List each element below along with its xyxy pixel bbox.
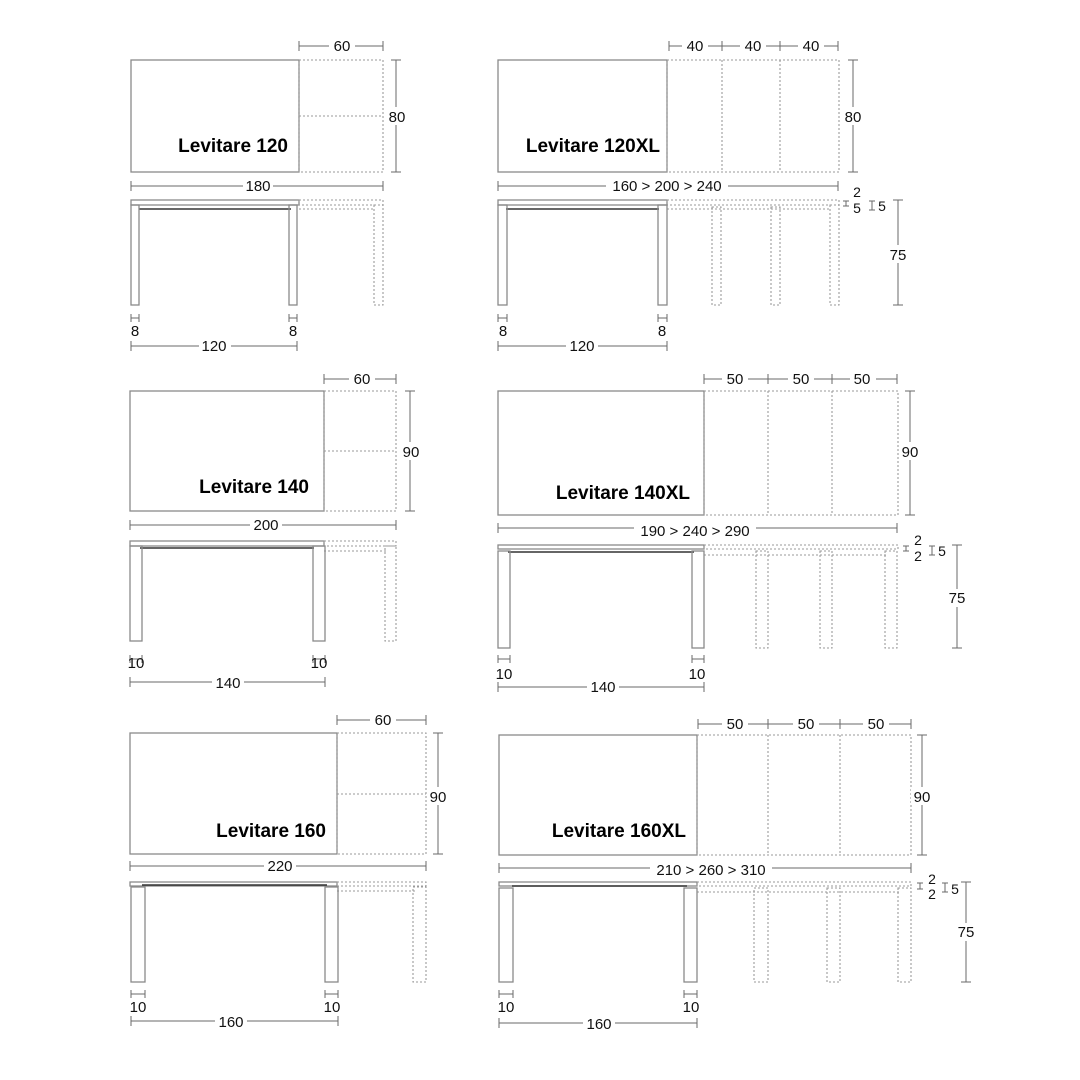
frame-thickness-dimension: 5 <box>853 200 861 216</box>
height-dimension: 75 <box>958 924 975 941</box>
leg-width-left: 10 <box>130 999 147 1016</box>
leg-span-dimension: 140 <box>590 679 615 696</box>
leg-width-left: 8 <box>131 323 139 340</box>
top-thickness-dimension: 2 <box>928 871 936 887</box>
extension-dimension-3: 50 <box>854 371 871 388</box>
leg-span-dimension: 160 <box>218 1014 243 1031</box>
leg-width-right: 10 <box>689 666 706 683</box>
extension-dimension: 60 <box>354 371 371 388</box>
drawing-levitare-140xl: Levitare 140XL 50 50 50 90 190 > 240 > 2… <box>496 370 968 696</box>
leg <box>288 204 298 306</box>
leg-span-dimension: 120 <box>569 338 594 355</box>
length-dimension: 210 > 260 > 310 <box>656 862 765 879</box>
length-dimension: 160 > 200 > 240 <box>612 178 721 195</box>
leg-width-left: 8 <box>499 323 507 340</box>
model-title: Levitare 160XL <box>552 821 687 842</box>
extension-dimension-3: 40 <box>803 38 820 55</box>
drawing-levitare-120xl: Levitare 120XL 40 40 40 80 160 > 200 > 2… <box>497 37 909 355</box>
extension-dimension-1: 50 <box>727 371 744 388</box>
drawing-levitare-160: Levitare 160 60 90 220 10 10 160 <box>129 711 449 1031</box>
leg-span-dimension: 160 <box>586 1016 611 1033</box>
depth-dimension: 90 <box>902 444 919 461</box>
leg-span-dimension: 140 <box>215 675 240 692</box>
extension-dimension: 60 <box>334 38 351 55</box>
drawing-levitare-120: Levitare 120 60 80 180 8 8 120 <box>130 36 408 355</box>
frame-thickness-dimension: 2 <box>928 886 936 902</box>
length-dimension: 200 <box>253 517 278 534</box>
height-dimension: 75 <box>949 590 966 607</box>
extension-dimension-2: 50 <box>793 371 810 388</box>
depth-dimension: 80 <box>845 109 862 126</box>
extension-dimension-2: 50 <box>798 716 815 733</box>
length-dimension: 190 > 240 > 290 <box>640 523 749 540</box>
total-thickness-dimension: 5 <box>878 198 886 214</box>
model-title: Levitare 140 <box>199 477 309 498</box>
length-dimension: 180 <box>245 178 270 195</box>
drawing-levitare-160xl: Levitare 160XL 50 50 50 90 210 > 260 > 3… <box>498 715 977 1033</box>
total-thickness-dimension: 5 <box>938 543 946 559</box>
extension-dimension-1: 50 <box>727 716 744 733</box>
depth-dimension: 80 <box>389 109 406 126</box>
top-thickness-dimension: 2 <box>853 184 861 200</box>
leg-span-dimension: 120 <box>201 338 226 355</box>
length-dimension: 220 <box>267 858 292 875</box>
model-title: Levitare 140XL <box>556 483 691 504</box>
leg-width-left: 10 <box>496 666 513 683</box>
leg-width-right: 10 <box>311 655 328 672</box>
extension-dimension: 60 <box>375 712 392 729</box>
total-thickness-dimension: 5 <box>951 881 959 897</box>
model-title: Levitare 160 <box>216 821 326 842</box>
extension-dimension-1: 40 <box>687 38 704 55</box>
depth-dimension: 90 <box>914 789 931 806</box>
drawing-levitare-140: Levitare 140 60 90 200 10 10 140 <box>128 370 422 692</box>
frame-thickness-dimension: 2 <box>914 548 922 564</box>
leg-width-right: 10 <box>324 999 341 1016</box>
model-title: Levitare 120 <box>178 136 288 157</box>
extension-dimension-3: 50 <box>868 716 885 733</box>
extension-dimension-2: 40 <box>745 38 762 55</box>
top-thickness-dimension: 2 <box>914 532 922 548</box>
leg <box>130 204 140 306</box>
depth-dimension: 90 <box>403 444 420 461</box>
leg-width-left: 10 <box>128 655 145 672</box>
leg-width-right: 8 <box>289 323 297 340</box>
height-dimension: 75 <box>890 247 907 264</box>
leg-width-right: 8 <box>658 323 666 340</box>
leg-width-left: 10 <box>498 999 515 1016</box>
extension-leg <box>373 204 384 306</box>
depth-dimension: 90 <box>430 789 447 806</box>
model-title: Levitare 120XL <box>526 136 661 157</box>
leg-width-right: 10 <box>683 999 700 1016</box>
